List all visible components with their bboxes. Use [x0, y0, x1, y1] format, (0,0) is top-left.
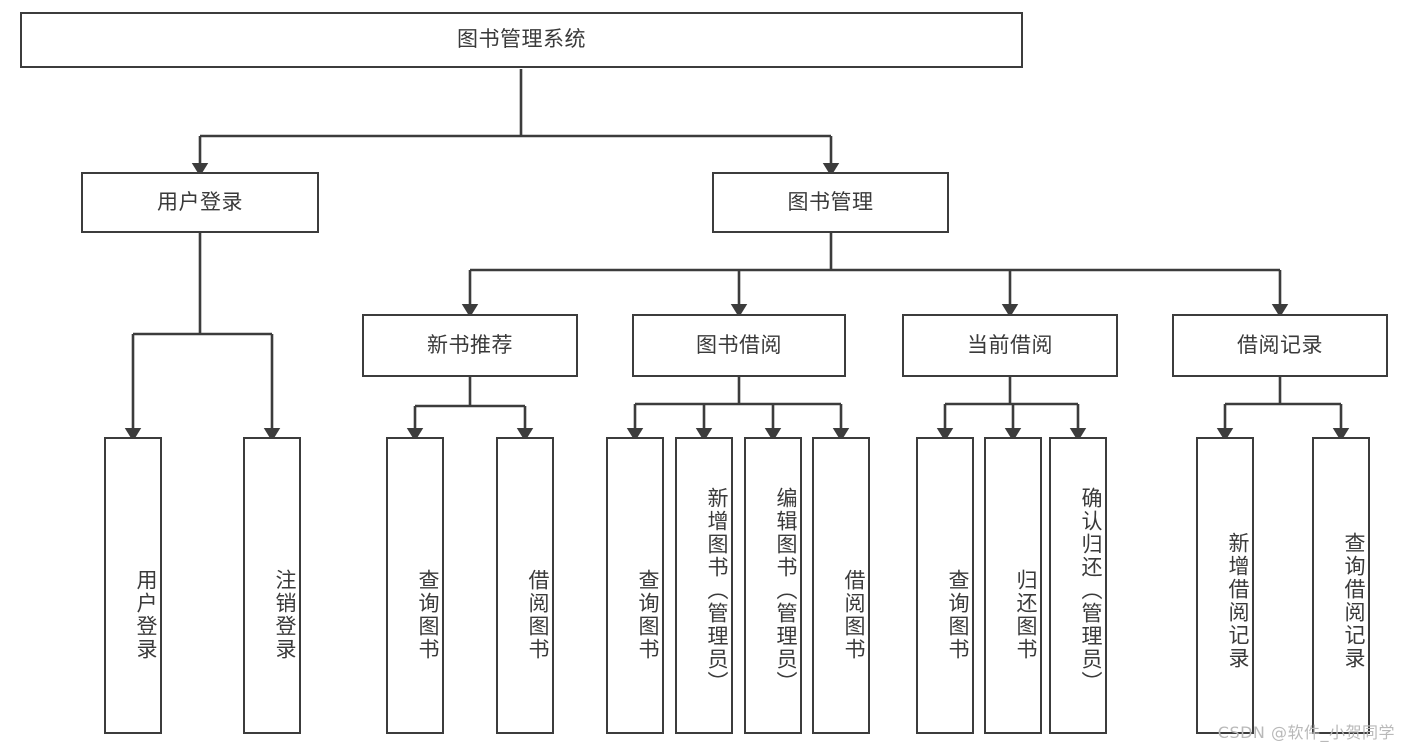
node-new-book-recommend[interactable]: 新书推荐: [362, 314, 578, 377]
leaf-current-borrow-query-books[interactable]: 查询图书: [916, 437, 974, 734]
node-book-management[interactable]: 图书管理: [712, 172, 949, 233]
node-current-borrow[interactable]: 当前借阅: [902, 314, 1118, 377]
node-user-login[interactable]: 用户登录: [81, 172, 319, 233]
leaf-borrow-record-query-record[interactable]: 查询借阅记录: [1312, 437, 1370, 734]
node-borrow-record[interactable]: 借阅记录: [1172, 314, 1388, 377]
leaf-new-book-borrow-books[interactable]: 借阅图书: [496, 437, 554, 734]
leaf-book-borrow-edit-book-admin[interactable]: 编辑图书（管理员）: [744, 437, 802, 734]
leaf-current-borrow-confirm-return-admin[interactable]: 确认归还（管理员）: [1049, 437, 1107, 734]
leaf-borrow-record-add-record[interactable]: 新增借阅记录: [1196, 437, 1254, 734]
leaf-book-borrow-query-books[interactable]: 查询图书: [606, 437, 664, 734]
node-book-borrow[interactable]: 图书借阅: [632, 314, 846, 377]
leaf-book-borrow-add-book-admin[interactable]: 新增图书（管理员）: [675, 437, 733, 734]
leaf-new-book-query-books[interactable]: 查询图书: [386, 437, 444, 734]
leaf-user-login-signout[interactable]: 注销登录: [243, 437, 301, 734]
leaf-book-borrow-borrow-books[interactable]: 借阅图书: [812, 437, 870, 734]
leaf-user-login-signin[interactable]: 用户登录: [104, 437, 162, 734]
node-root-system[interactable]: 图书管理系统: [20, 12, 1023, 68]
leaf-current-borrow-return-books[interactable]: 归还图书: [984, 437, 1042, 734]
csdn-watermark: CSDN @软件_小贺同学: [1217, 723, 1395, 742]
